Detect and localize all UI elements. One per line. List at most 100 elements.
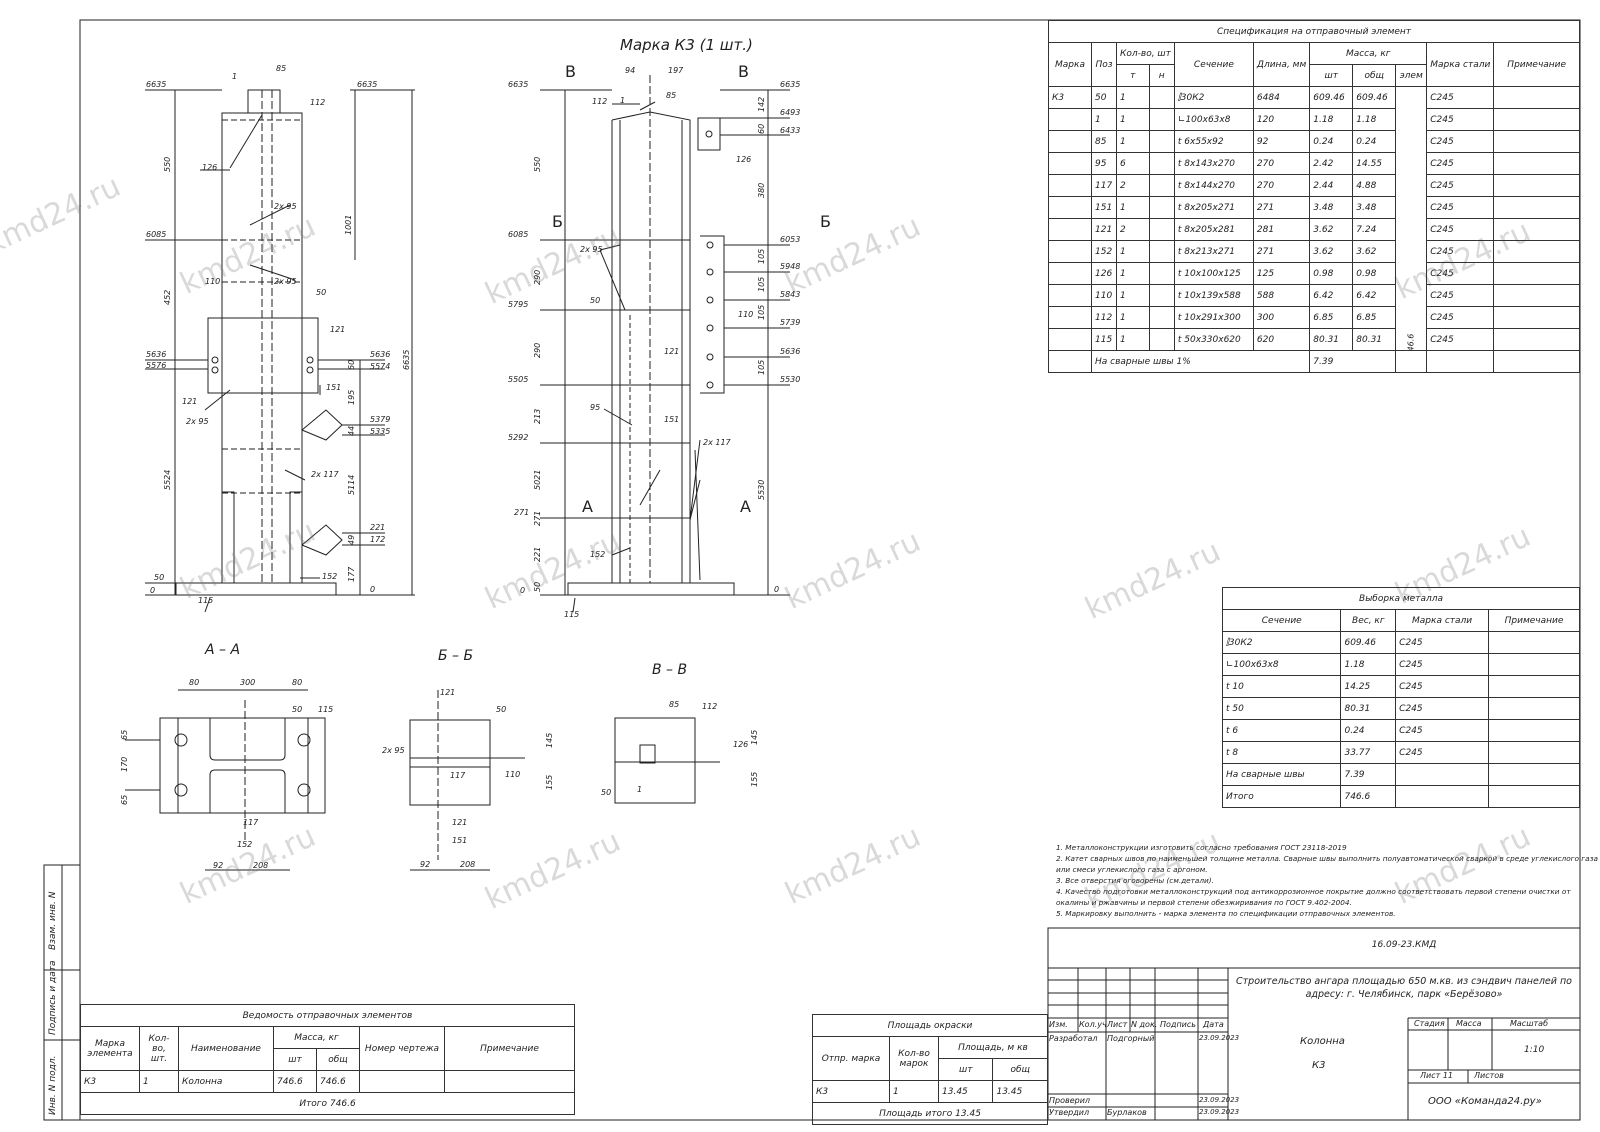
position-label: 121 (330, 325, 346, 334)
elevation-label: 6085 (146, 230, 167, 239)
spec-cell (1493, 130, 1580, 153)
spec-cell (1048, 306, 1092, 329)
spec-cell: 7.24 (1352, 218, 1397, 241)
spec-cell (1148, 240, 1175, 263)
spec-cell (1048, 174, 1092, 197)
spec-cell (1148, 152, 1175, 175)
dimension-label: 92 (213, 861, 224, 870)
dimension-label: 155 (750, 771, 759, 787)
metal-cell (1488, 631, 1580, 654)
spec-cell: 6.42 (1309, 284, 1354, 307)
spec-cell: t 10х291х300 (1173, 306, 1254, 329)
spec-cell: 126 (1091, 262, 1117, 285)
spec-cell: 1 (1116, 328, 1150, 351)
metal-cell: 14.25 (1340, 675, 1397, 698)
elevation-label: 0 (520, 586, 526, 595)
spec-cell (1048, 284, 1092, 307)
stamp-proveril: Проверил (1049, 1096, 1091, 1105)
elevation-label: 6635 (357, 80, 378, 89)
metal-cell (1488, 675, 1580, 698)
vedomost-header: Масса, кг (273, 1026, 360, 1049)
side-stamp-label: Взам. инв. N (48, 891, 58, 950)
stamp-proveril-date: 23.09.2023 (1199, 1096, 1240, 1104)
cut-label-b: Б (552, 212, 563, 231)
spec-cell: С245 (1426, 86, 1495, 109)
position-label: 117 (450, 771, 466, 780)
okraska-header: Отпр. марка (812, 1036, 890, 1081)
spec-cell: 1 (1116, 86, 1150, 109)
spec-cell: 0.98 (1352, 262, 1397, 285)
spec-cell: 1 (1116, 284, 1150, 307)
dimension-label: 155 (545, 774, 554, 790)
elevation-label: 6433 (780, 126, 801, 135)
spec-cell (1148, 108, 1175, 131)
stamp-role: Изм. (1049, 1020, 1068, 1029)
position-label: 115 (198, 596, 214, 605)
spec-cell (1148, 174, 1175, 197)
spec-cell: 3.48 (1309, 196, 1354, 219)
spec-cell: t 50х330х620 (1173, 328, 1254, 351)
spec-cell: 3.62 (1309, 218, 1354, 241)
metal-cell: С245 (1395, 697, 1489, 720)
spec-cell (1493, 152, 1580, 175)
spec-cell: 152 (1091, 240, 1117, 263)
spec-cell (1395, 350, 1428, 373)
elevation-label: 5636 (780, 347, 801, 356)
position-label: 1 (637, 785, 643, 794)
cut-label-v: В (738, 62, 749, 81)
dimension-label: 92 (420, 860, 431, 869)
left-column-view (145, 89, 415, 613)
spec-cell: 112 (1091, 306, 1117, 329)
spec-welds-label: На сварные швы 1% (1090, 350, 1311, 373)
metal-header: Марка стали (1395, 609, 1489, 632)
dimension-label: 50 (533, 581, 542, 592)
vedomost-cell: 746.6 (273, 1070, 317, 1093)
okraska-header: Кол-во марок (889, 1036, 939, 1081)
stamp-razrab: Разработал (1049, 1034, 1098, 1043)
metal-cell (1488, 653, 1580, 676)
top-dim: 94 (625, 66, 636, 75)
spec-cell: ⫿30К2 (1173, 86, 1254, 109)
dimension-label: 6635 (402, 349, 411, 370)
spec-cell: С245 (1426, 130, 1495, 153)
spec-cell: 6.85 (1309, 306, 1354, 329)
dimension-label: 80 (292, 678, 303, 687)
drawing-code: 16.09-23.КМД (1371, 940, 1437, 950)
spec-cell: 6.42 (1352, 284, 1397, 307)
spec-header: Марка (1048, 42, 1092, 87)
okraska-title: Площадь окраски (812, 1014, 1048, 1037)
vedomost-header: Марка элемента (80, 1026, 140, 1071)
elevation-label: 5574 (370, 362, 391, 371)
spec-cell (1493, 350, 1580, 373)
dimension-label: 145 (545, 732, 554, 748)
position-label: 126 (733, 740, 749, 749)
spec-cell: t 8х144х270 (1173, 174, 1254, 197)
position-label: 1 (620, 96, 626, 105)
stamp-scale: 1:10 (1524, 1045, 1545, 1055)
elevation-label: 6635 (146, 80, 167, 89)
stamp-stadia: Стадия (1414, 1019, 1445, 1028)
dimension-label: 65 (120, 794, 129, 805)
vedomost-table: Ведомость отправочных элементов Марка эл… (80, 1004, 575, 1115)
dimension-label: 5021 (533, 469, 542, 490)
position-label: 126 (736, 155, 752, 164)
cut-label-v: В (565, 62, 576, 81)
spec-cell: 85 (1091, 130, 1117, 153)
vedomost-header: Номер чертежа (359, 1026, 445, 1071)
top-dim: 197 (668, 66, 684, 75)
okraska-cell: 13.45 (992, 1080, 1048, 1103)
metal-cell: С245 (1395, 653, 1489, 676)
metal-cell: ∟100х63х8 (1221, 653, 1342, 676)
spec-cell (1048, 240, 1092, 263)
metal-header: Примечание (1488, 609, 1580, 632)
elevation-label: 0 (370, 585, 376, 594)
section-title-bb: Б – Б (438, 648, 474, 664)
spec-cell: t 8х213х271 (1173, 240, 1254, 263)
vedomost-header: Наименование (178, 1026, 274, 1071)
